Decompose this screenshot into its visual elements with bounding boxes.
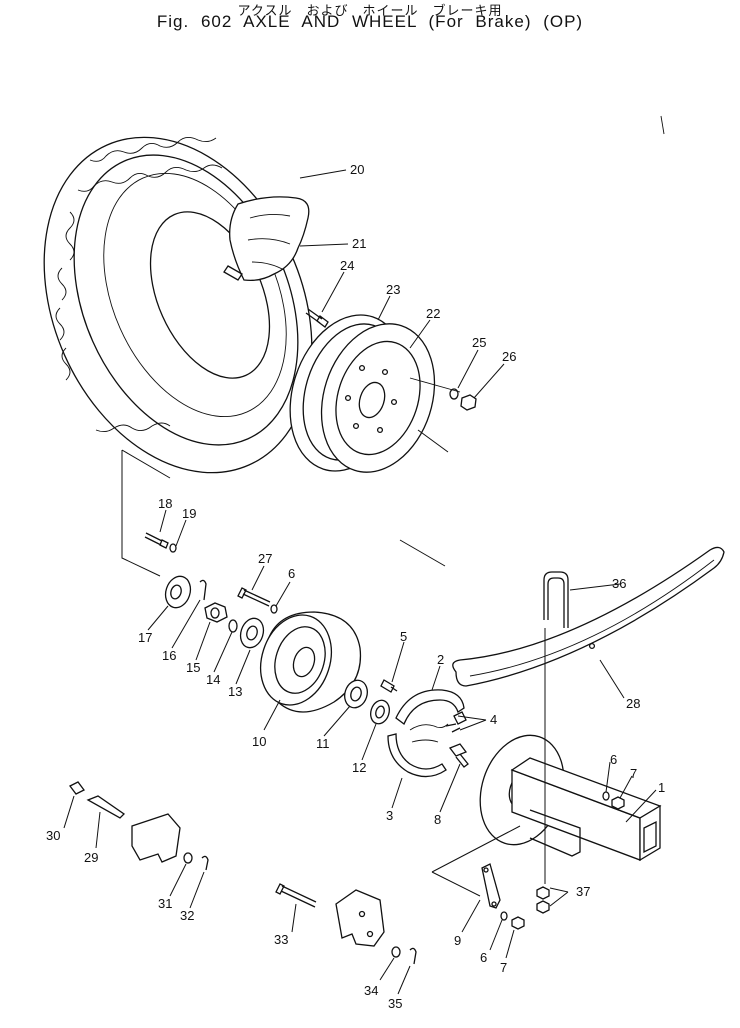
callout-21: 21: [352, 236, 366, 251]
callout-14: 14: [206, 672, 220, 687]
callout-29: 29: [84, 850, 98, 865]
brake-bolt: [380, 679, 398, 693]
grease-cap: [164, 575, 192, 609]
tire: [43, 136, 313, 474]
leader-lines: [63, 169, 657, 995]
callout-12: 12: [352, 760, 366, 775]
hub-bolt-long: [237, 587, 271, 607]
wheel-bolt: [305, 308, 329, 328]
callout-34: 34: [364, 983, 378, 998]
cable-nipple: [69, 781, 85, 795]
callout-numbers: 20 21 24 23 22 25 26 18 19 27 6 36 5 2 4…: [46, 162, 665, 1011]
callout-3: 3: [386, 808, 393, 823]
lock-washer-small: [602, 791, 610, 801]
callout-13: 13: [228, 684, 242, 699]
callout-7b: 7: [500, 960, 507, 975]
brake-lever: [481, 863, 501, 909]
callout-15: 15: [186, 660, 200, 675]
callout-9: 9: [454, 933, 461, 948]
hub-bolt: [144, 532, 169, 549]
callout-33: 33: [274, 932, 288, 947]
callout-27: 27: [258, 551, 272, 566]
bracket-washer: [183, 852, 193, 864]
castle-nut: [204, 602, 228, 623]
washer-and-nut: [449, 388, 477, 411]
callout-6b: 6: [610, 752, 617, 767]
axle-beam: [510, 757, 662, 862]
brake-drum-hub: [260, 611, 362, 713]
callout-16: 16: [162, 648, 176, 663]
mount-bracket: [335, 889, 385, 947]
washer: [228, 619, 238, 633]
leaf-spring: [452, 546, 725, 687]
lever-nut: [511, 916, 525, 930]
callout-25: 25: [472, 335, 486, 350]
long-bolt: [275, 883, 317, 908]
callout-32: 32: [180, 908, 194, 923]
callout-31: 31: [158, 896, 172, 911]
figure-title: Fig. 602 AXLE AND WHEEL (For Brake) (OP): [156, 12, 584, 31]
lock-washer: [270, 604, 278, 614]
cable-bracket: [131, 813, 181, 863]
small-pin: [169, 543, 177, 553]
callout-24: 24: [340, 258, 354, 273]
u-bolt: [543, 571, 569, 628]
bracket-pin: [201, 855, 209, 871]
callout-26: 26: [502, 349, 516, 364]
wheel-rim: [289, 314, 436, 473]
scan-mark: [660, 115, 665, 135]
callout-19: 19: [182, 506, 196, 521]
callout-17: 17: [138, 630, 152, 645]
callout-2: 2: [437, 652, 444, 667]
callout-35: 35: [388, 996, 402, 1011]
outer-bearing: [239, 617, 265, 649]
callout-11: 11: [316, 736, 330, 751]
callout-20: 20: [350, 162, 364, 177]
callout-30: 30: [46, 828, 60, 843]
callout-28: 28: [626, 696, 640, 711]
callout-5: 5: [400, 629, 407, 644]
callout-23: 23: [386, 282, 400, 297]
cable-end: [86, 795, 126, 819]
callout-22: 22: [426, 306, 440, 321]
callout-7a: 7: [630, 766, 637, 781]
callout-8: 8: [434, 812, 441, 827]
callout-37: 37: [576, 884, 590, 899]
nut-small: [611, 796, 625, 810]
cotter-pin: [199, 579, 207, 601]
callout-4: 4: [490, 712, 497, 727]
callout-18: 18: [158, 496, 172, 511]
japanese-title: アクスル および ホイール ブレーキ用: [237, 3, 503, 18]
oil-seal: [370, 699, 390, 725]
brake-shoe-assembly: [387, 689, 467, 778]
callout-36: 36: [612, 576, 626, 591]
mount-washer: [391, 946, 401, 958]
callout-6c: 6: [480, 950, 487, 965]
lever-washer: [500, 911, 508, 921]
callout-10: 10: [252, 734, 266, 749]
anchor-pin: [448, 743, 469, 768]
callout-6a: 6: [288, 566, 295, 581]
inner-bearing: [344, 679, 368, 709]
mount-pin: [409, 947, 417, 965]
u-bolt-nuts: [536, 886, 550, 914]
callout-1: 1: [658, 780, 665, 795]
